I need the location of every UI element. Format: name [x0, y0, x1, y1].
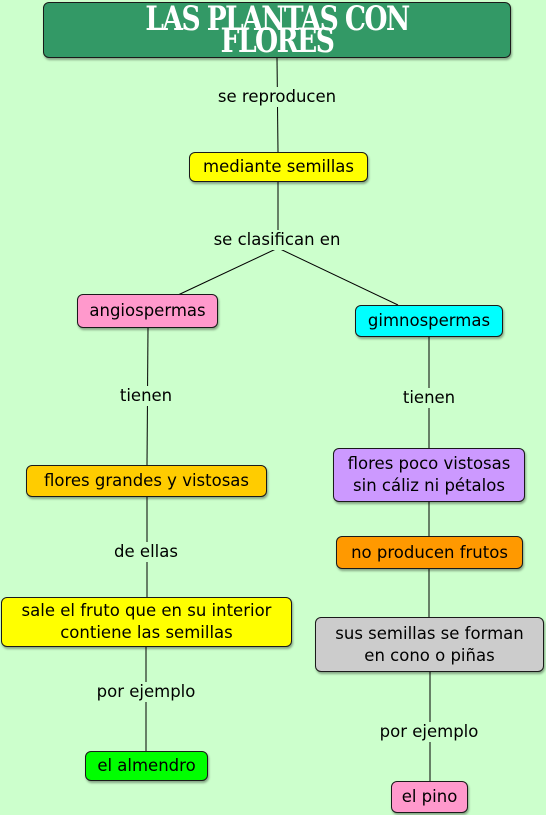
title-text: LAS PLANTAS CON FLORES [145, 0, 410, 61]
link-label-tienen-left: tienen [117, 386, 175, 406]
node-sale-el-fruto[interactable]: sale el fruto que en su interior contien… [1, 597, 292, 647]
link-label-ejemplo-right: por ejemplo [377, 722, 481, 742]
title-node[interactable]: LAS PLANTAS CON FLORES [43, 2, 511, 58]
node-el-pino[interactable]: el pino [391, 781, 468, 813]
node-gimnospermas[interactable]: gimnospermas [355, 305, 503, 337]
node-mediante-semillas[interactable]: mediante semillas [189, 152, 368, 182]
link-label-tienen-right: tienen [400, 388, 458, 408]
node-semillas-cono[interactable]: sus semillas se forman en cono o piñas [315, 617, 544, 672]
node-angiospermas[interactable]: angiospermas [77, 294, 218, 328]
node-no-producen-frutos[interactable]: no producen frutos [336, 536, 523, 569]
node-flores-grandes[interactable]: flores grandes y vistosas [26, 465, 267, 497]
link-label-clasifican: se clasifican en [211, 230, 343, 250]
node-el-almendro[interactable]: el almendro [85, 751, 208, 781]
link-label-de-ellas: de ellas [112, 542, 180, 562]
node-flores-poco-vistosas[interactable]: flores poco vistosas sin cáliz ni pétalo… [333, 448, 525, 502]
link-label-reproducen: se reproducen [215, 87, 339, 107]
link-label-ejemplo-left: por ejemplo [94, 682, 198, 702]
